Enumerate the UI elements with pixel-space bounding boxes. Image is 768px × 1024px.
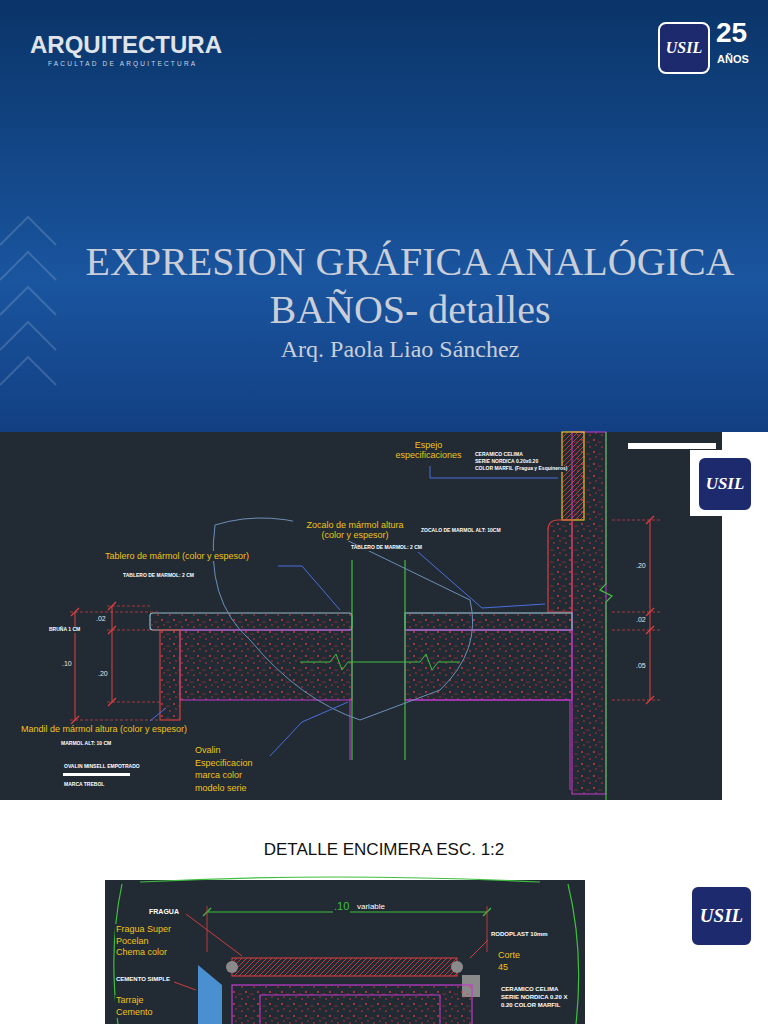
leader-line: [150, 708, 166, 721]
spec-note: TABLERO DE MARMOL: 2 CM: [350, 545, 423, 551]
extension-line: [70, 520, 660, 720]
dimension-value: .02: [635, 616, 647, 624]
spec-note: ZOCALO DE MARMOL ALT: 10CM: [420, 528, 502, 534]
slide-title: EXPRESION GRÁFICA ANALÓGICA BAÑOS- detal…: [60, 238, 760, 334]
plaster-wedge: [198, 965, 222, 1024]
spec-note: RODOPLAST 10mm: [490, 931, 549, 938]
logo-text: USIL: [706, 474, 745, 494]
dimension-value: .05: [635, 662, 647, 670]
substrate-section: [232, 985, 472, 1024]
detail-boundary: [114, 877, 579, 1024]
callout-label: Corte 45: [497, 950, 531, 973]
extension-line: [207, 906, 487, 952]
logo-text: USIL: [700, 905, 743, 927]
spec-note: FRAGUA: [148, 908, 180, 916]
spec-note: CEMENTO SIMPLE: [115, 976, 171, 983]
spec-note: CERAMICO CELIMA: [474, 452, 524, 458]
concrete-slab: [180, 630, 352, 700]
faculty-subtitle: FACULTAD DE ARQUITECTURA: [48, 60, 197, 67]
anniversary-number: 25: [716, 19, 747, 47]
basin-sketch: [213, 518, 472, 720]
dimension-value: .10: [333, 900, 350, 913]
callout-label: Ovalin Especificacion marca color modelo…: [194, 744, 268, 794]
chevron-decor: [0, 217, 56, 385]
dimension-value: .20: [97, 670, 109, 678]
callout-label: Mandil de mármol altura (color y espesor…: [20, 724, 194, 734]
break-line: [300, 654, 460, 670]
leader-line: [270, 702, 348, 756]
faculty-name: ARQUITECTURA: [30, 31, 222, 59]
logo-badge: USIL: [697, 456, 753, 512]
leader-line: [174, 914, 488, 990]
grout-joint: [226, 961, 238, 973]
sink-axis: [352, 560, 405, 760]
spec-note: OVALIN MINSELL EMPOTRADO: [63, 764, 141, 770]
dimension-value: .10: [61, 660, 73, 668]
title-banner: [0, 0, 768, 432]
countertop-section: [150, 613, 352, 630]
anniversary-label: AÑOS: [717, 53, 749, 66]
spec-note: BRUÑA 1 CM: [48, 627, 81, 633]
axis-line: [600, 432, 612, 800]
spec-note: MARCA TREBOL: [63, 782, 105, 788]
apron-section: [160, 630, 180, 720]
callout-label: Zocalo de mármol altura (color y espesor…: [293, 520, 417, 541]
callout-label: Tarraje Cemento: [115, 995, 169, 1018]
spec-note: COLOR MARFIL (Fragua y Esquineros): [474, 466, 568, 472]
logo-ground: [690, 450, 768, 516]
grout-joint: [451, 961, 463, 973]
author-name: Arq. Paola Liao Sánchez: [150, 336, 650, 364]
dimension-value: .02: [95, 615, 107, 623]
underline-bar: [63, 773, 130, 776]
mirror-section: [562, 432, 584, 520]
leader-line: [278, 566, 340, 610]
callout-label: Tablero de mármol (color y espesor): [104, 551, 250, 561]
substrate-core: [260, 995, 440, 1024]
support-line: [350, 700, 570, 790]
white-bar: [628, 443, 716, 449]
cad-panel: [105, 880, 585, 1024]
spec-note: CERAMICO CELIMA SERIE NORDICA 0.20 X 0.2…: [500, 986, 574, 1009]
callout-label: Espejo especificaciones: [385, 440, 472, 461]
dimension-line: [75, 520, 650, 720]
logo-badge: USIL: [690, 885, 753, 947]
figure-caption: DETALLE ENCIMERA ESC. 1:2: [0, 840, 768, 860]
cad-panel: [0, 432, 722, 800]
logo-badge: USIL: [658, 22, 710, 74]
tile-section: [232, 958, 457, 976]
spec-note: TABLERO DE MARMOL: 2 CM: [122, 573, 195, 579]
countertop-section: [405, 613, 572, 630]
dimension-tick: [71, 516, 654, 724]
callout-label: Fragua Super Pocelan Chema color: [115, 924, 177, 959]
dimension-value: .20: [635, 562, 647, 570]
leader-line: [418, 552, 545, 608]
dimension-note: variable: [356, 902, 386, 911]
backsplash-section: [548, 520, 572, 612]
spec-note: SERIE NORDICA 0.20x0.20: [474, 459, 539, 465]
logo-text: USIL: [666, 39, 702, 57]
spec-note: MARMOL ALT: 10 CM: [60, 741, 112, 747]
